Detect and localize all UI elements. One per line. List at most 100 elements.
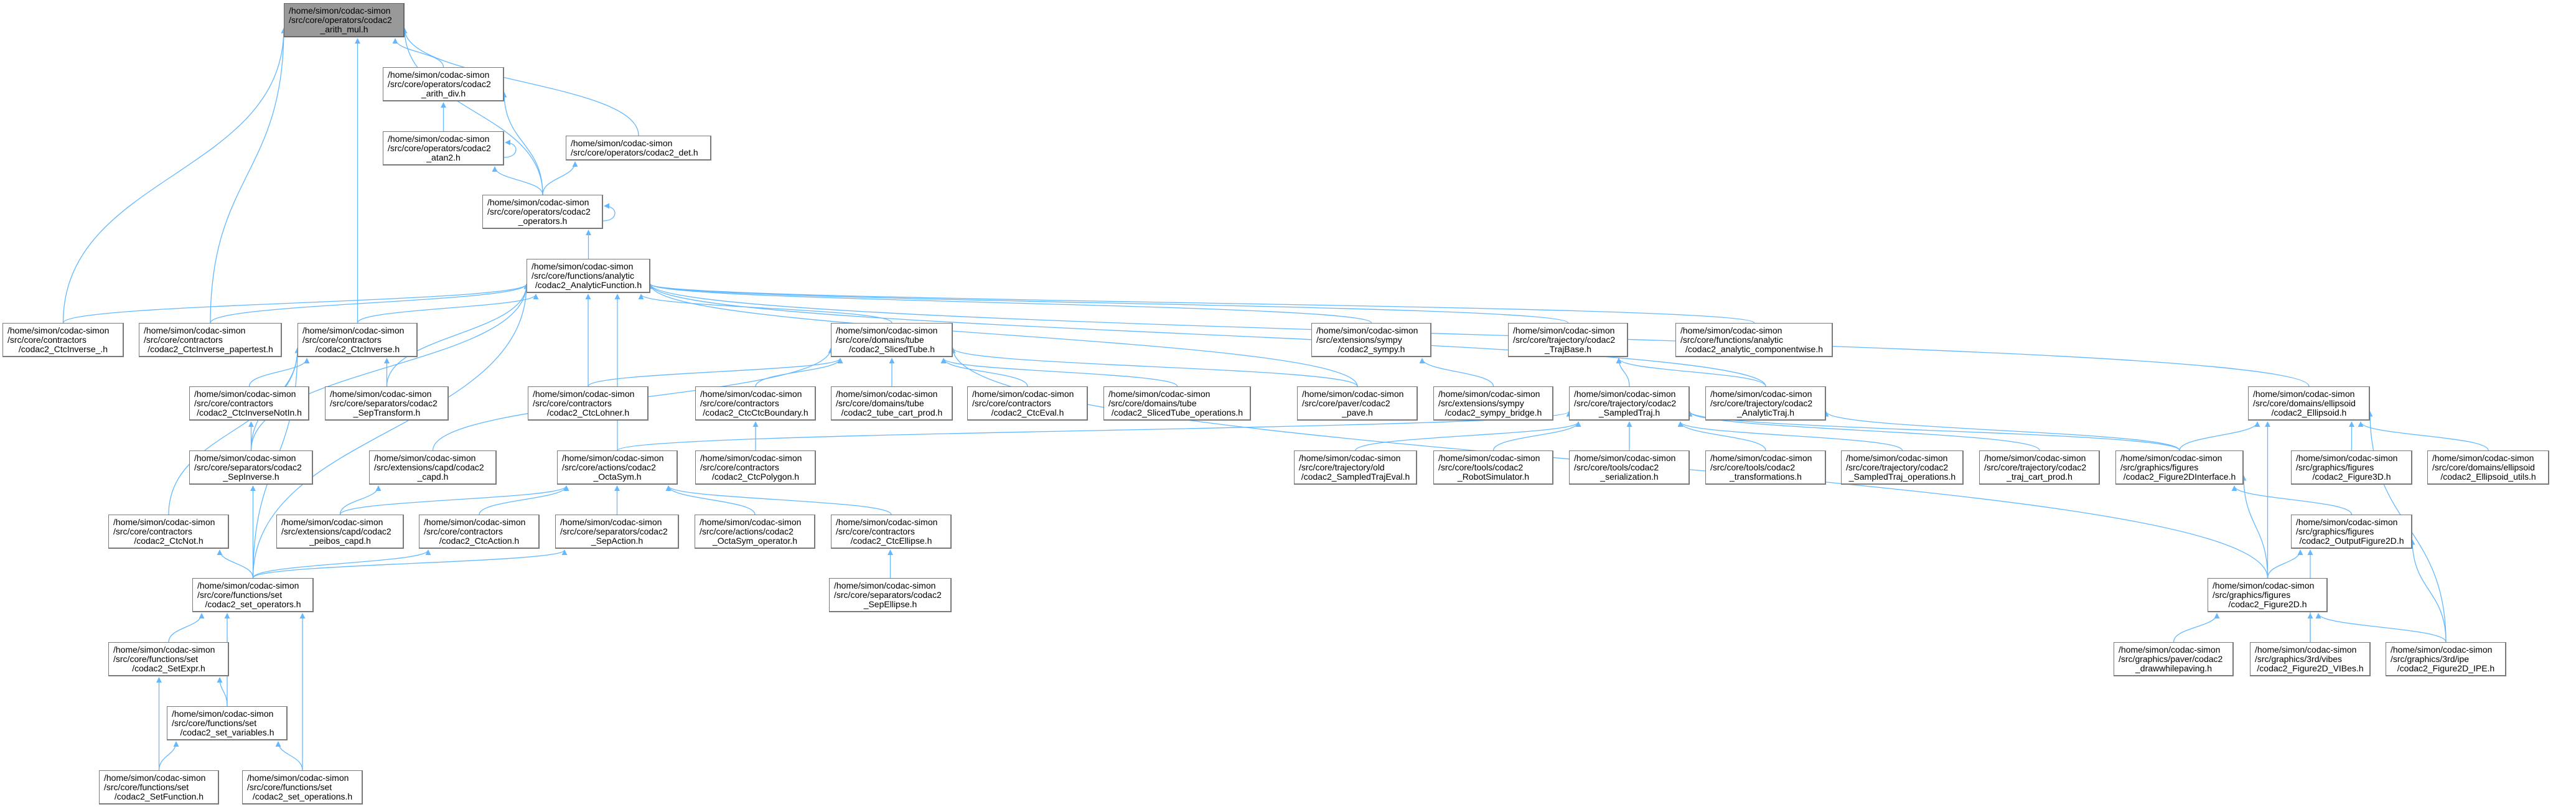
graph-node-sampledtraj-operations[interactable]: /home/simon/codac-simon/src/core/traject… xyxy=(1841,450,1964,485)
graph-node-figure2d-ipe[interactable]: /home/simon/codac-simon/src/graphics/3rd… xyxy=(2386,642,2506,676)
graph-node-sampledtraj[interactable]: /home/simon/codac-simon/src/core/traject… xyxy=(1569,386,1690,421)
graph-node-arith-mul: /home/simon/codac-simon/src/core/operato… xyxy=(284,3,405,37)
graph-node-analytictraj[interactable]: /home/simon/codac-simon/src/core/traject… xyxy=(1705,386,1826,421)
graph-node-ctcpolygon[interactable]: /home/simon/codac-simon/src/core/contrac… xyxy=(695,450,816,485)
graph-node-ctcinversenotin[interactable]: /home/simon/codac-simon/src/core/contrac… xyxy=(189,386,309,421)
node-label-line: /home/simon/codac-simon xyxy=(1438,453,1540,463)
graph-node-sepaction[interactable]: /home/simon/codac-simon/src/core/separat… xyxy=(555,515,679,549)
edge-componentwise-to-AnalyticFunction xyxy=(647,283,1755,324)
node-label-line: /src/core/functions/set xyxy=(104,782,189,792)
graph-node-figure2d-vibes[interactable]: /home/simon/codac-simon/src/graphics/3rd… xyxy=(2250,642,2371,676)
node-label-line: _SampledTraj_operations.h xyxy=(1848,472,1956,482)
node-label-line: _SampledTraj.h xyxy=(1598,408,1660,417)
node-label-line: /codac2_tube_cart_prod.h xyxy=(841,408,943,417)
graph-node-ellipsoid-utils[interactable]: /home/simon/codac-simon/src/core/domains… xyxy=(2427,450,2549,485)
graph-node-analyticfunction[interactable]: /home/simon/codac-simon/src/core/functio… xyxy=(527,259,650,293)
node-label-line: /home/simon/codac-simon xyxy=(2432,453,2534,463)
node-label-line: /home/simon/codac-simon xyxy=(2296,453,2398,463)
node-label-line: /src/core/operators/codac2 xyxy=(289,15,392,25)
graph-node-tube-cart-prod[interactable]: /home/simon/codac-simon/src/core/domains… xyxy=(831,386,953,421)
graph-node-operators[interactable]: /home/simon/codac-simon/src/core/operato… xyxy=(482,195,603,229)
graph-node-atan2[interactable]: /home/simon/codac-simon/src/core/operato… xyxy=(383,131,504,166)
graph-node-componentwise[interactable]: /home/simon/codac-simon/src/core/functio… xyxy=(1675,323,1833,357)
graph-node-setexpr[interactable]: /home/simon/codac-simon/src/core/functio… xyxy=(108,642,229,676)
node-label-line: /home/simon/codac-simon xyxy=(836,389,938,399)
node-label-line: /src/graphics/paver/codac2 xyxy=(2119,654,2223,664)
edge-operators-to-det xyxy=(542,161,578,195)
node-label-line: /src/graphics/3rd/ipe xyxy=(2391,654,2470,664)
graph-node-ellipsoid[interactable]: /home/simon/codac-simon/src/core/domains… xyxy=(2248,386,2370,421)
graph-node-robotsimulator[interactable]: /home/simon/codac-simon/src/core/tools/c… xyxy=(1433,450,1553,485)
graph-node-figure3d[interactable]: /home/simon/codac-simon/src/graphics/fig… xyxy=(2291,450,2412,485)
graph-node-ctcinverse[interactable]: /home/simon/codac-simon/src/core/contrac… xyxy=(297,323,418,357)
graph-node-slicedtube-operations[interactable]: /home/simon/codac-simon/src/core/domains… xyxy=(1103,386,1251,421)
edge-set_operations-to-set_variables xyxy=(275,741,303,771)
graph-node-ctcinverse-papertest[interactable]: /home/simon/codac-simon/src/core/contrac… xyxy=(139,323,282,357)
graph-node-octasym[interactable]: /home/simon/codac-simon/src/core/actions… xyxy=(557,450,678,485)
graph-node-peibos-capd[interactable]: /home/simon/codac-simon/src/extensions/c… xyxy=(276,515,404,549)
node-label-line: /src/core/contractors xyxy=(144,335,223,345)
node-label-line: /home/simon/codac-simon xyxy=(2255,645,2357,655)
graph-node-capd[interactable]: /home/simon/codac-simon/src/extensions/c… xyxy=(369,450,497,485)
node-label-line: /home/simon/codac-simon xyxy=(2253,389,2355,399)
node-label-line: /home/simon/codac-simon xyxy=(281,517,383,527)
graph-node-ctcaction[interactable]: /home/simon/codac-simon/src/core/contrac… xyxy=(419,515,540,549)
node-label-line: /home/simon/codac-simon xyxy=(1316,325,1418,335)
graph-node-transformations[interactable]: /home/simon/codac-simon/src/core/tools/c… xyxy=(1705,450,1826,485)
edge-TrajBase-to-AnalyticFunction xyxy=(647,283,1569,324)
node-label-line: _SepAction.h xyxy=(591,536,644,546)
node-label-line: /home/simon/codac-simon xyxy=(836,325,938,335)
graph-node-septransform[interactable]: /home/simon/codac-simon/src/core/separat… xyxy=(325,386,449,421)
node-label-line: /src/core/separators/codac2 xyxy=(330,398,438,408)
edge-AnalyticTraj-to-AnalyticFunction xyxy=(647,283,1766,387)
node-label-line: _TrajBase.h xyxy=(1545,344,1591,354)
node-label-line: /home/simon/codac-simon xyxy=(1846,453,1948,463)
graph-node-ctceval[interactable]: /home/simon/codac-simon/src/core/contrac… xyxy=(967,386,1088,421)
node-label-line: /home/simon/codac-simon xyxy=(7,325,110,335)
graph-node-set-operators[interactable]: /home/simon/codac-simon/src/core/functio… xyxy=(192,578,314,612)
node-label-line: /home/simon/codac-simon xyxy=(113,645,215,655)
node-label-line: _AnalyticTraj.h xyxy=(1736,408,1795,417)
graph-node-ctcellipse[interactable]: /home/simon/codac-simon/src/core/contrac… xyxy=(831,515,952,549)
graph-node-det[interactable]: /home/simon/codac-simon/src/core/operato… xyxy=(566,136,711,161)
graph-node-sepinverse[interactable]: /home/simon/codac-simon/src/core/separat… xyxy=(189,450,313,485)
node-label-line: _OctaSym_operator.h xyxy=(712,536,798,546)
edge-Ellipsoid_utils-to-Ellipsoid xyxy=(2358,421,2489,451)
graph-node-sepellipse[interactable]: /home/simon/codac-simon/src/core/separat… xyxy=(829,578,952,612)
graph-node-pave[interactable]: /home/simon/codac-simon/src/core/paver/c… xyxy=(1297,386,1418,421)
graph-node-setfunction[interactable]: /home/simon/codac-simon/src/core/functio… xyxy=(99,770,219,805)
graph-node-arith-div[interactable]: /home/simon/codac-simon/src/core/operato… xyxy=(383,67,504,101)
node-label-line: /src/core/separators/codac2 xyxy=(834,590,942,600)
node-label-line: /home/simon/codac-simon xyxy=(1710,389,1812,399)
graph-node-ctcctcboundary[interactable]: /home/simon/codac-simon/src/core/contrac… xyxy=(695,386,816,421)
graph-node-trajbase[interactable]: /home/simon/codac-simon/src/core/traject… xyxy=(1508,323,1628,357)
graph-node-ctcinverse-[interactable]: /home/simon/codac-simon/src/core/contrac… xyxy=(2,323,124,357)
graph-node-set-variables[interactable]: /home/simon/codac-simon/src/core/functio… xyxy=(167,706,288,740)
node-label-line: /codac2_sympy.h xyxy=(1337,344,1405,354)
graph-node-octasym-operator[interactable]: /home/simon/codac-simon/src/core/actions… xyxy=(695,515,815,549)
graph-node-sampledtrajeval[interactable]: /home/simon/codac-simon/src/core/traject… xyxy=(1294,450,1417,485)
node-label-line: /src/extensions/sympy xyxy=(1438,398,1524,408)
graph-node-drawwhilepaving[interactable]: /home/simon/codac-simon/src/graphics/pav… xyxy=(2114,642,2234,676)
graph-node-serialization[interactable]: /home/simon/codac-simon/src/core/tools/c… xyxy=(1569,450,1690,485)
node-label-line: /codac2_CtcLohner.h xyxy=(546,408,630,417)
graph-node-sympy-bridge[interactable]: /home/simon/codac-simon/src/extensions/s… xyxy=(1433,386,1553,421)
graph-node-ctcnot[interactable]: /home/simon/codac-simon/src/core/contrac… xyxy=(108,515,229,549)
node-label-line: /src/core/operators/codac2_det.h xyxy=(571,147,698,157)
graph-node-figure2d[interactable]: /home/simon/codac-simon/src/graphics/fig… xyxy=(2208,578,2328,612)
graph-node-ctclohner[interactable]: /home/simon/codac-simon/src/core/contrac… xyxy=(528,386,649,421)
graph-node-outputfigure2d[interactable]: /home/simon/codac-simon/src/graphics/fig… xyxy=(2291,515,2412,549)
edge-peibos_capd-to-capd xyxy=(339,485,382,515)
graph-node-sympy[interactable]: /home/simon/codac-simon/src/extensions/s… xyxy=(1311,323,1431,357)
node-label-line: /src/core/trajectory/codac2 xyxy=(1513,335,1616,345)
graph-node-traj-cart-prod[interactable]: /home/simon/codac-simon/src/core/traject… xyxy=(1979,450,2100,485)
node-label-line: /home/simon/codac-simon xyxy=(2119,645,2221,655)
node-label-line: _drawwhilepaving.h xyxy=(2135,663,2212,673)
node-label-line: /home/simon/codac-simon xyxy=(144,325,246,335)
node-label-line: /src/graphics/figures xyxy=(2296,526,2374,536)
graph-node-set-operations[interactable]: /home/simon/codac-simon/src/core/functio… xyxy=(242,770,363,805)
node-label-line: /codac2_Figure2D_VIBes.h xyxy=(2257,663,2364,673)
graph-node-slicedtube[interactable]: /home/simon/codac-simon/src/core/domains… xyxy=(831,323,953,357)
graph-node-figure2dinterface[interactable]: /home/simon/codac-simon/src/graphics/fig… xyxy=(2115,450,2244,485)
